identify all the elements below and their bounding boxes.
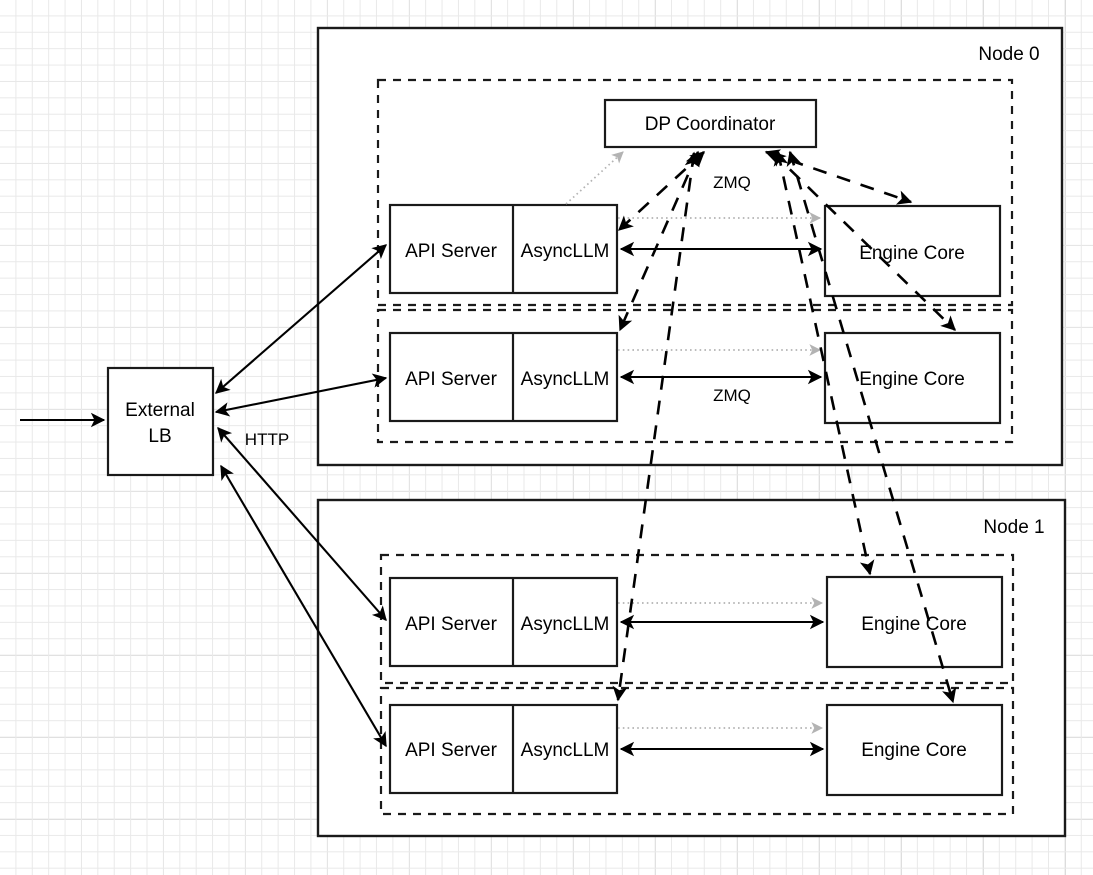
n0-g0-engine-core-label: Engine Core xyxy=(859,243,965,264)
external-lb-label-line2: LB xyxy=(148,426,171,447)
n0-g0-api-unit-box[interactable] xyxy=(388,203,619,295)
http-label: HTTP xyxy=(245,430,289,449)
coordinator-n1-g1-engine-dashed xyxy=(786,150,957,704)
n1-g1-api-unit-box[interactable] xyxy=(388,703,619,795)
external-lb-box[interactable] xyxy=(106,366,215,477)
lb-to-n0-g1-api-arrow xyxy=(214,373,388,417)
n0-g0-asyncllm-to-coordinator-dotted-arrow xyxy=(565,151,624,205)
dp-coordinator-box[interactable] xyxy=(603,98,818,149)
coordinator-n1-g0-asyncllm-dashed xyxy=(612,151,700,702)
node-1-label: Node 1 xyxy=(983,517,1044,538)
n0-g0-asyncllm-label: AsyncLLM xyxy=(521,241,610,262)
zmq-label-bottom: ZMQ xyxy=(713,386,751,405)
n1-g1-asyncllm-label: AsyncLLM xyxy=(521,740,610,761)
zmq-label-top: ZMQ xyxy=(713,173,751,192)
lb-to-n1-g1-api-arrow xyxy=(220,464,387,748)
n0-g1-engine-core-label: Engine Core xyxy=(859,369,965,390)
lb-to-n0-g0-api-arrow xyxy=(215,244,387,394)
n0-g0-api-server-label: API Server xyxy=(405,241,498,262)
external-lb-label-line1: External xyxy=(125,400,195,421)
n1-g0-asyncllm-label: AsyncLLM xyxy=(521,614,610,635)
n1-g1-api-server-label: API Server xyxy=(405,740,498,761)
n1-g0-api-server-label: API Server xyxy=(405,614,498,635)
n1-g0-engine-core-label: Engine Core xyxy=(861,614,967,635)
dp-coordinator-label: DP Coordinator xyxy=(645,114,776,135)
n0-g1-asyncllm-label: AsyncLLM xyxy=(521,369,610,390)
n1-g1-engine-core-label: Engine Core xyxy=(861,740,967,761)
n1-g1-engine-core-box[interactable] xyxy=(825,703,1004,797)
n1-g0-api-unit-box[interactable] xyxy=(388,576,619,668)
n0-g1-api-server-label: API Server xyxy=(405,369,498,390)
node-0-label: Node 0 xyxy=(978,44,1039,65)
